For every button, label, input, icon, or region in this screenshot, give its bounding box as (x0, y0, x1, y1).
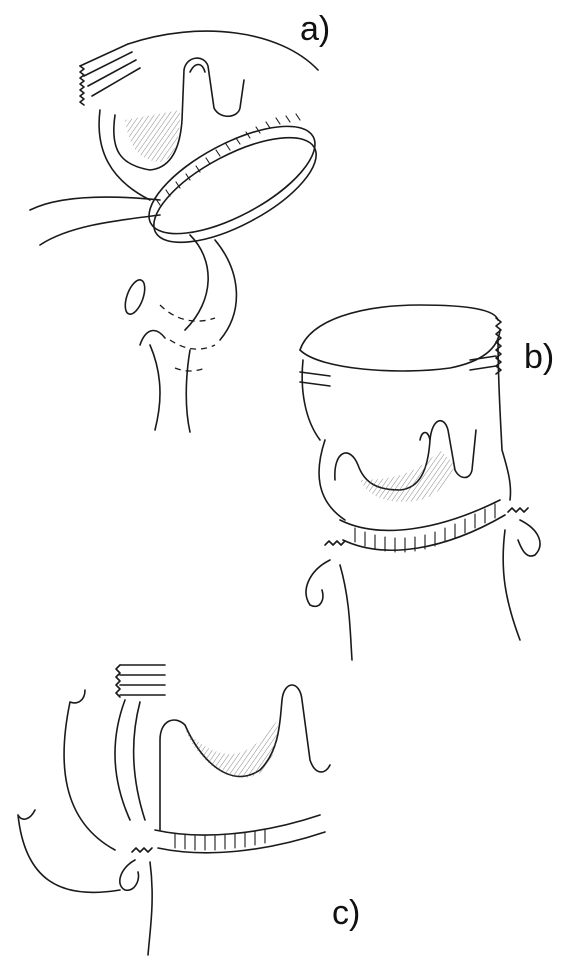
aortic-root-a (150, 235, 236, 432)
sewing-ring-c (155, 815, 325, 853)
hidden-lines-a (160, 305, 215, 371)
leaflet-shading-b (360, 450, 455, 502)
coronary-button-a (121, 277, 148, 316)
panel-label-c: c) (332, 896, 360, 930)
commissure-post-a (190, 65, 205, 73)
graft-body-a (99, 31, 318, 200)
panel-a-drawing (30, 31, 331, 432)
sinus-left-b (319, 440, 345, 520)
leaflet-shading-a (125, 110, 180, 162)
cusp-notch-a (140, 331, 165, 345)
suture-knot-left-b (325, 541, 345, 545)
aortic-wall-left-b (306, 560, 352, 660)
graft-wall-c (115, 700, 145, 820)
graft-rim-b (300, 330, 500, 371)
aortic-wall-c (120, 860, 152, 955)
panel-label-a: a) (300, 12, 330, 46)
suture-threads-a (30, 197, 160, 245)
aortic-wall-right-b (503, 520, 540, 640)
panel-label-b: b) (524, 340, 554, 374)
heart-outline-c (18, 690, 120, 892)
graft-crimp-lines-c (120, 665, 165, 695)
graft-top-b (300, 305, 498, 350)
graft-zigzag-a (80, 66, 84, 105)
panel-b-drawing (300, 305, 540, 660)
suture-knot-right-b (508, 508, 528, 512)
commissure-post-b (420, 433, 430, 441)
graft-crimp-lines-a (80, 44, 140, 96)
graft-zigzag-c (116, 665, 120, 697)
suture-knot-c (132, 848, 152, 852)
panel-c-drawing (18, 665, 330, 955)
leaflet-shading-c (185, 720, 278, 778)
